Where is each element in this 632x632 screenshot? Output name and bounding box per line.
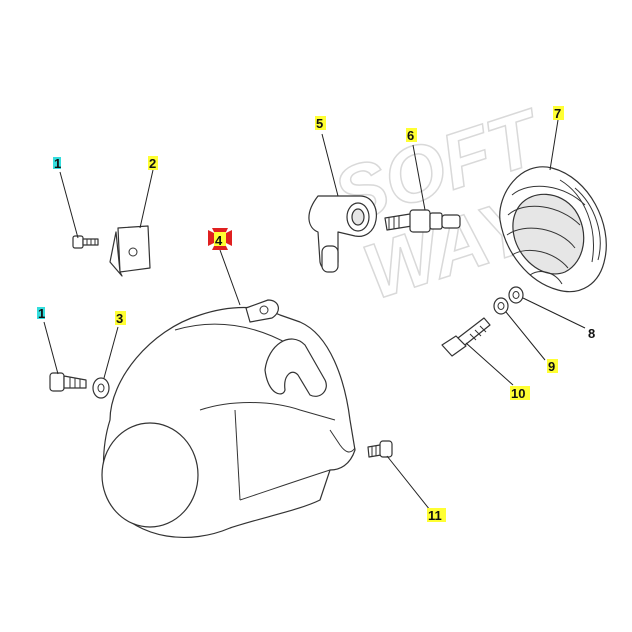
leader-lines [43, 119, 586, 511]
highlight-6 [406, 128, 417, 142]
callout-10: 10 [511, 386, 525, 401]
leader-1-lower [43, 321, 59, 375]
washer-part-8 [508, 286, 524, 304]
callout-6: 6 [407, 128, 414, 143]
highlight-2 [148, 156, 158, 170]
highlight-3 [115, 311, 126, 325]
leader-7 [549, 119, 559, 171]
highlight-5 [315, 116, 326, 130]
screw-lower-part [49, 372, 87, 392]
callout-5: 5 [316, 116, 323, 131]
bolt-part [441, 317, 491, 357]
leader-8 [522, 297, 586, 329]
callout-11: 11 [428, 508, 442, 523]
callout-3: 3 [116, 311, 123, 326]
leader-5 [321, 133, 339, 197]
clip-nut-part [109, 225, 151, 277]
highlight-10 [510, 386, 530, 400]
bulb-part [384, 209, 461, 233]
screw-top-part [72, 235, 99, 249]
callout-1-top: 1 [54, 156, 61, 171]
washer-part-9 [493, 297, 509, 315]
callout-1-lower: 1 [38, 306, 45, 321]
leader-11 [386, 455, 431, 511]
callout-9: 9 [548, 359, 555, 374]
leader-4 [219, 249, 241, 306]
leader-1-top [59, 171, 79, 239]
leader-3 [103, 326, 119, 379]
washer-part-3 [92, 377, 110, 399]
leader-2 [139, 169, 154, 229]
highlight-11 [427, 508, 446, 522]
callout-8: 8 [588, 326, 595, 341]
leader-6 [412, 144, 426, 211]
highlight-7 [553, 106, 564, 120]
leader-9 [505, 311, 546, 361]
callout-4: 4 [215, 233, 223, 248]
leader-10 [465, 342, 514, 386]
highlight-9 [547, 359, 558, 373]
callout-7: 7 [554, 106, 561, 121]
callout-2: 2 [149, 156, 156, 171]
callouts: 1 2 4 1 3 5 6 7 8 9 10 [37, 106, 595, 523]
highlight-4 [214, 232, 226, 246]
headlight-housing-part [101, 299, 356, 538]
reflector-lens-part [499, 166, 607, 293]
screw-side-part [367, 440, 393, 458]
bulb-socket-part [308, 195, 377, 273]
highlight-1-top [53, 157, 61, 169]
highlight-1-lower [37, 307, 45, 319]
